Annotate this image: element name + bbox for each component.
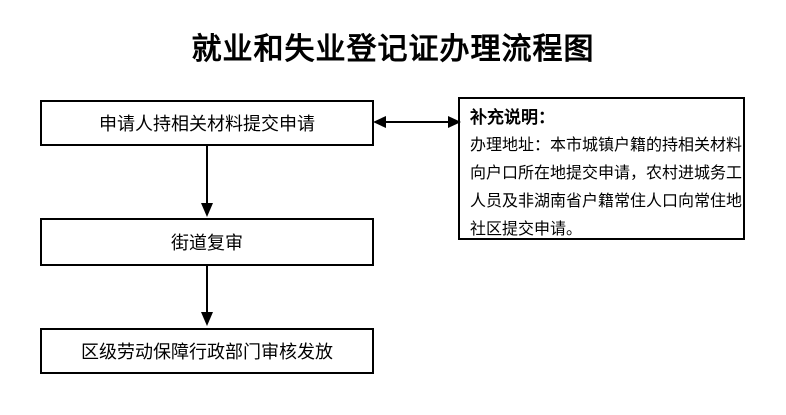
down-arrow-icon bbox=[201, 266, 213, 326]
down-arrow-icon bbox=[201, 145, 213, 217]
flow-step-label: 区级劳动保障行政部门审核发放 bbox=[81, 342, 333, 362]
supplementary-note-box: 补充说明： 办理地址：本市城镇户籍的持相关材料 向户口所在地提交申请，农村进城务… bbox=[458, 97, 745, 240]
bidirectional-arrow-icon bbox=[373, 116, 461, 128]
note-line: 向户口所在地提交申请，农村进城务工 bbox=[470, 165, 743, 182]
note-heading: 补充说明： bbox=[470, 108, 555, 127]
note-line: 办理地址：本市城镇户籍的持相关材料 bbox=[470, 137, 743, 154]
flowchart-title: 就业和失业登记证办理流程图 bbox=[191, 33, 595, 66]
flow-step-label: 申请人持相关材料提交申请 bbox=[99, 114, 315, 134]
note-line: 社区提交申请。 bbox=[470, 221, 583, 238]
flow-step-submit-application: 申请人持相关材料提交申请 bbox=[40, 100, 374, 146]
flow-step-district-issue: 区级劳动保障行政部门审核发放 bbox=[40, 328, 374, 374]
flow-step-label: 街道复审 bbox=[171, 233, 243, 253]
note-line: 人员及非湖南省户籍常住人口向常住地 bbox=[470, 193, 743, 210]
flow-step-street-review: 街道复审 bbox=[40, 218, 374, 266]
